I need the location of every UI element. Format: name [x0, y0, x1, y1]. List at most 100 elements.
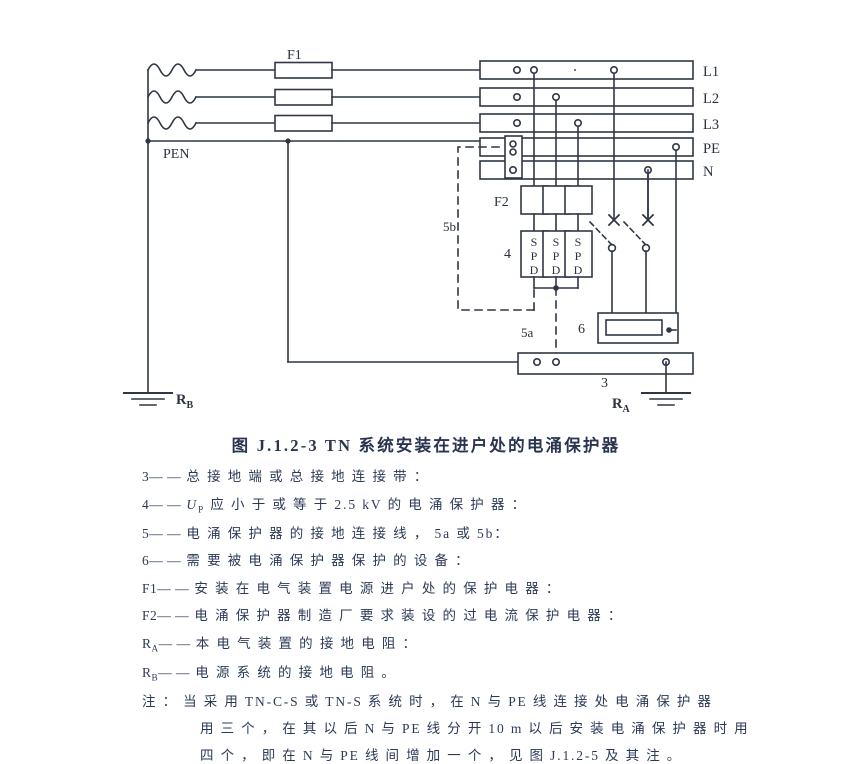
junction-dot-pen-left: [145, 138, 151, 144]
svg-text:S: S: [553, 235, 560, 249]
terminal-l1-entry: [512, 66, 521, 75]
legend-item-4: 4— — UP 应 小 于 或 等 于 2.5 kV 的 电 涌 保 护 器 ：: [0, 493, 842, 515]
busbar-l2: [479, 87, 694, 107]
busbar-l3: [479, 113, 694, 133]
f2-box-3: [564, 185, 593, 215]
label-bus-pe: PE: [703, 141, 720, 157]
legend-text: 本 电 气 装 置 的 接 地 电 阻 ：: [195, 635, 418, 651]
legend-dash: — —: [158, 664, 191, 680]
terminal-pe-link-bot: [509, 148, 517, 156]
note-label: 注 ：: [142, 694, 178, 710]
terminal-n-link: [508, 166, 517, 175]
switch-blade-2: [622, 220, 648, 247]
contact-mark-1: [607, 213, 621, 227]
terminal-l3-entry: [512, 119, 521, 128]
legend-key: 6: [142, 553, 150, 569]
svg-text:S: S: [531, 235, 538, 249]
legend-dash: — —: [149, 553, 182, 569]
caption-block: 图 J.1.2-3 TN 系统安装在进户处的电涌保护器 3— — 总 接 地 端…: [0, 432, 842, 764]
fuse-f1-l3: [274, 114, 333, 132]
legend-text: 需 要 被 电 涌 保 护 器 保 护 的 设 备 ：: [186, 553, 471, 569]
svg-text:P: P: [575, 249, 582, 263]
terminal-l3-tap: [573, 119, 582, 128]
switch-blade-1: [588, 220, 614, 247]
label-bus-l2: L2: [703, 91, 719, 107]
figure-title: 图 J.1.2-3 TN 系统安装在进户处的电涌保护器: [231, 436, 621, 455]
legend-key: 4: [142, 496, 150, 512]
legend-key: F1: [142, 580, 158, 596]
legend-item-3: 3— — 总 接 地 端 或 总 接 地 连 接 带 ：: [0, 465, 842, 485]
legend-item-f2: F2— — 电 涌 保 护 器 制 造 厂 要 求 装 设 的 过 电 流 保 …: [0, 604, 842, 624]
legend-dash: — —: [157, 608, 190, 624]
svg-text:D: D: [530, 263, 539, 277]
legend-symbol: U: [186, 496, 199, 512]
label-f2: F2: [494, 195, 509, 210]
label-5b: 5b: [443, 219, 456, 234]
terminal-l2-entry: [512, 93, 521, 102]
pe-n-link: [504, 135, 523, 179]
note-line-3: 四 个 ， 即 在 N 与 PE 线 间 增 加 一 个 ， 见 图 J.1.2…: [200, 748, 683, 764]
legend-key: R: [142, 635, 152, 651]
terminal-earthbar-5a: [551, 357, 560, 366]
label-bus-n: N: [703, 164, 714, 180]
legend-list: 3— — 总 接 地 端 或 总 接 地 连 接 带 ： 4— — UP 应 小…: [0, 465, 842, 683]
legend-dash: — —: [149, 496, 182, 512]
legend-text: 安 装 在 电 气 装 置 电 源 进 户 处 的 保 护 电 器 ：: [194, 580, 562, 596]
label-resistance-ra: RA: [612, 396, 630, 415]
label-bus-l3: L3: [703, 117, 719, 133]
note-line-1: 当 采 用 TN-C-S 或 TN-S 系 统 时 ， 在 N 与 PE 线 连…: [183, 694, 713, 710]
legend-text: 总 接 地 端 或 总 接 地 连 接 带 ：: [186, 469, 430, 484]
terminal-pe-feeder: [671, 143, 680, 152]
label-5a: 5a: [521, 325, 534, 340]
legend-item-f1: F1— — 安 装 在 电 气 装 置 电 源 进 户 处 的 保 护 电 器 …: [0, 577, 842, 597]
terminal-l2-tap: [551, 93, 560, 102]
figure-container: L1 L2 L3 PE N PEN F1 F2 4 5b 5a 6 3 S P …: [122, 48, 748, 763]
legend-key: 3: [142, 469, 150, 484]
legend-item-ra: RA— — 本 电 气 装 置 的 接 地 电 阻 ：: [0, 632, 842, 654]
svg-text:P: P: [531, 249, 538, 263]
earth-electrode-ra: [640, 361, 692, 406]
legend-key: F2: [142, 608, 158, 624]
note-line-2: 用 三 个 ， 在 其 以 后 N 与 PE 线 分 开 10 m 以 后 安 …: [200, 721, 750, 737]
legend-key: R: [142, 664, 152, 680]
terminal-pe-link-top: [509, 140, 517, 148]
note-block: 注 ： 当 采 用 TN-C-S 或 TN-S 系 统 时 ， 在 N 与 PE…: [0, 690, 842, 764]
svg-text:S: S: [575, 235, 582, 249]
busbar-l1: [479, 60, 694, 80]
legend-dash: — —: [158, 635, 191, 651]
transformer-coil-l2: [146, 90, 276, 104]
spd-letters-1: S P D: [530, 235, 539, 277]
label-spd-ref: 4: [504, 247, 511, 262]
label-bus-l1: L1: [703, 64, 719, 80]
legend-key-sub: B: [151, 672, 159, 683]
svg-text:D: D: [552, 263, 561, 277]
terminal-l1-tap: [529, 66, 538, 75]
legend-item-5: 5— — 电 涌 保 护 器 的 接 地 连 接 线 ， 5a 或 5b：: [0, 522, 842, 542]
terminal-earthbar-pen: [532, 357, 541, 366]
legend-text: 电 涌 保 护 器 制 造 厂 要 求 装 设 的 过 电 流 保 护 电 器 …: [194, 608, 624, 624]
circuit-diagram: L1 L2 L3 PE N PEN F1 F2 4 5b 5a 6 3 S P …: [122, 48, 720, 415]
legend-text: 电 源 系 统 的 接 地 电 阻 。: [195, 664, 397, 680]
label-f1: F1: [287, 48, 302, 63]
legend-symbol-sub: P: [198, 504, 206, 515]
fuse-f1-l1: [274, 61, 333, 79]
legend-dash: — —: [157, 580, 190, 596]
label-pen: PEN: [163, 147, 189, 162]
terminal-l1-feeder: [609, 66, 618, 75]
transformer-coil-l3: [146, 116, 276, 130]
label-equipment-ref: 6: [578, 322, 585, 337]
earthing-bar-3: [517, 352, 694, 375]
legend-key-sub: A: [151, 643, 159, 654]
legend-text: 应 小 于 或 等 于 2.5 kV 的 电 涌 保 护 器 ：: [210, 496, 528, 512]
conductor-5b: [457, 146, 535, 311]
legend-item-rb: RB— — 电 源 系 统 的 接 地 电 阻 。: [0, 661, 842, 683]
fuse-f1-l2: [274, 88, 333, 106]
spd-letters-2: S P D: [552, 235, 561, 277]
contact-mark-2: [641, 213, 655, 227]
spd-letters-3: S P D: [574, 235, 583, 277]
equipment-inner-box: [605, 319, 663, 336]
legend-dash: — —: [149, 469, 182, 484]
label-resistance-rb: RB: [176, 392, 193, 411]
transformer-coil-l1: [146, 63, 276, 77]
legend-item-6: 6— — 需 要 被 电 涌 保 护 器 保 护 的 设 备 ：: [0, 549, 842, 569]
